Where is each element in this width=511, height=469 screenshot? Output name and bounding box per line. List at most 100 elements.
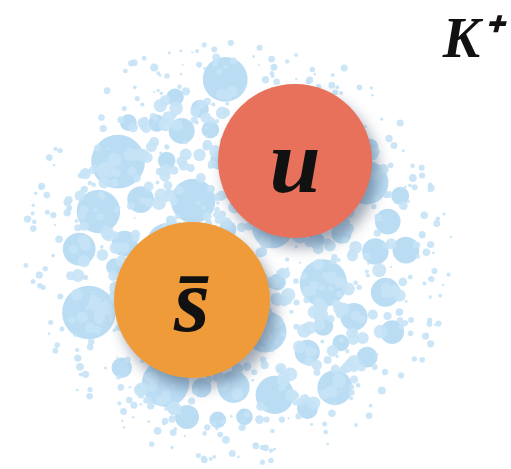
sea-bubble: [408, 331, 414, 337]
sea-bubble: [312, 349, 317, 354]
sea-bubble: [146, 371, 158, 383]
sea-bubble: [390, 142, 397, 149]
sea-bubble: [339, 91, 343, 95]
sea-bubble: [104, 87, 111, 94]
sea-bubble: [202, 431, 207, 436]
sea-bubble: [123, 426, 125, 428]
sea-bubble: [169, 415, 176, 422]
sea-bubble: [350, 376, 358, 384]
sea-bubble: [297, 324, 311, 338]
sea-bubble: [347, 355, 361, 369]
sea-bubble: [427, 241, 434, 248]
sea-bubble: [97, 213, 104, 220]
sea-bubble: [140, 103, 144, 107]
sea-bubble: [207, 117, 214, 124]
sea-bubble: [46, 154, 53, 161]
sea-bubble: [237, 456, 240, 459]
sea-bubble: [164, 73, 169, 78]
sea-bubble: [225, 93, 232, 100]
sea-bubble: [62, 286, 115, 339]
sea-bubble: [332, 374, 346, 388]
sea-bubble: [428, 182, 433, 187]
sea-bubble: [38, 183, 45, 190]
sea-bubble: [374, 214, 381, 221]
sea-bubble: [141, 124, 151, 134]
sea-bubble: [287, 368, 290, 371]
sea-bubble: [208, 160, 217, 169]
sea-bubble: [386, 238, 397, 249]
sea-bubble: [317, 389, 319, 391]
sea-bubble: [162, 418, 169, 425]
sea-bubble: [45, 210, 50, 215]
sea-bubble: [436, 217, 441, 222]
sea-bubble: [419, 231, 426, 238]
sea-bubble: [278, 384, 285, 391]
sea-bubble: [348, 249, 356, 257]
sea-bubble: [44, 192, 51, 199]
sea-bubble: [271, 64, 278, 71]
sea-bubble: [348, 389, 354, 395]
sea-bubble: [77, 312, 88, 323]
sea-bubble: [95, 165, 97, 167]
sea-bubble: [113, 329, 116, 332]
sea-bubble: [193, 149, 205, 161]
sea-bubble: [24, 215, 31, 222]
sea-bubble: [427, 317, 432, 322]
sea-bubble: [324, 240, 336, 252]
sea-bubble: [43, 266, 48, 271]
sea-bubble: [328, 286, 334, 292]
sea-bubble: [310, 423, 313, 426]
sea-bubble: [205, 376, 212, 383]
sea-bubble: [379, 164, 389, 174]
sea-bubble: [86, 393, 93, 400]
sea-bubble: [88, 181, 93, 186]
sea-bubble: [225, 102, 229, 106]
sea-bubble: [303, 297, 309, 303]
sea-bubble: [242, 419, 245, 422]
sea-bubble: [57, 294, 63, 300]
sea-bubble: [426, 333, 429, 336]
sea-bubble: [32, 204, 35, 207]
quark-symbol: s̄: [174, 254, 210, 346]
sea-bubble: [156, 181, 160, 185]
sea-bubble: [48, 320, 53, 325]
sea-bubble: [109, 316, 115, 322]
sea-bubble: [124, 148, 137, 161]
sea-bubble: [216, 69, 222, 75]
sea-bubble: [410, 164, 415, 169]
sea-bubble: [317, 370, 352, 405]
sea-bubble: [356, 383, 361, 388]
sea-bubble: [207, 185, 215, 193]
sea-bubble: [259, 236, 272, 249]
sea-bubble: [422, 333, 429, 340]
sea-bubble: [111, 155, 115, 159]
sea-bubble: [125, 357, 131, 363]
sea-bubble: [368, 310, 378, 320]
sea-bubble: [381, 219, 383, 221]
sea-bubble: [122, 106, 127, 111]
sea-bubble: [203, 67, 206, 70]
sea-bubble: [146, 141, 157, 152]
sea-bubble: [170, 166, 179, 175]
sea-bubble: [78, 173, 84, 179]
sea-bubble: [79, 205, 88, 214]
sea-bubble: [203, 212, 212, 221]
sea-bubble: [331, 73, 335, 77]
sea-bubble: [191, 51, 193, 53]
sea-bubble: [293, 340, 306, 353]
sea-bubble: [314, 320, 325, 331]
sea-bubble: [374, 195, 380, 201]
sea-bubble: [100, 125, 107, 132]
sea-bubble: [34, 192, 38, 196]
sea-bubble: [302, 408, 304, 410]
sea-bubble: [396, 308, 404, 316]
sea-bubble: [447, 273, 451, 277]
sea-bubble: [179, 412, 181, 414]
sea-bubble: [272, 299, 274, 301]
sea-bubble: [211, 421, 216, 426]
sea-bubble: [127, 202, 135, 210]
sea-bubble: [258, 64, 260, 66]
sea-bubble: [162, 111, 175, 124]
sea-bubble: [24, 263, 29, 268]
